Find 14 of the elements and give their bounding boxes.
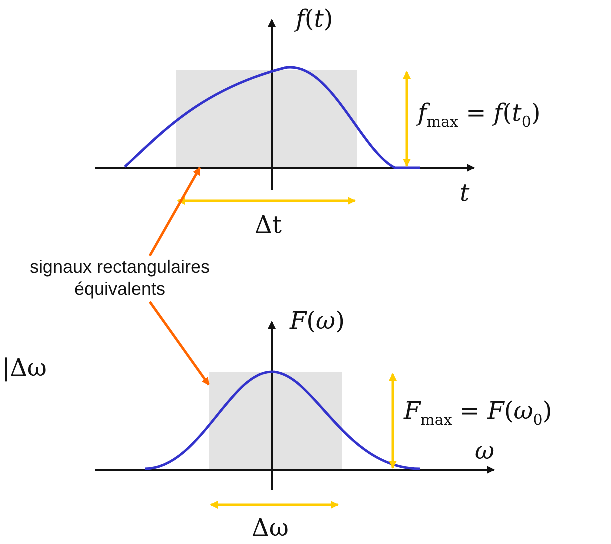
axis-label: f(t) — [296, 6, 334, 32]
pointer-arrow — [148, 301, 210, 386]
axis-label: ω — [475, 438, 495, 464]
equivalent-rectangle — [176, 70, 357, 168]
equivalent-rectangle — [209, 372, 342, 470]
cut-off-text: |Δω — [2, 355, 47, 382]
axis-label: F(ω) — [290, 308, 345, 334]
pointer-arrow — [148, 167, 202, 257]
equation-label: F$_{max}$ = F(ω$_{0}$) — [404, 398, 552, 428]
axis-label: t — [460, 180, 470, 206]
equation-label: f$_{max}$ = f(t$_{0}$) — [418, 100, 541, 130]
dimension-label: Δt — [255, 212, 282, 238]
annotation-text: signaux rectangulaires équivalents — [15, 256, 225, 302]
dimension-label: Δω — [252, 515, 289, 542]
